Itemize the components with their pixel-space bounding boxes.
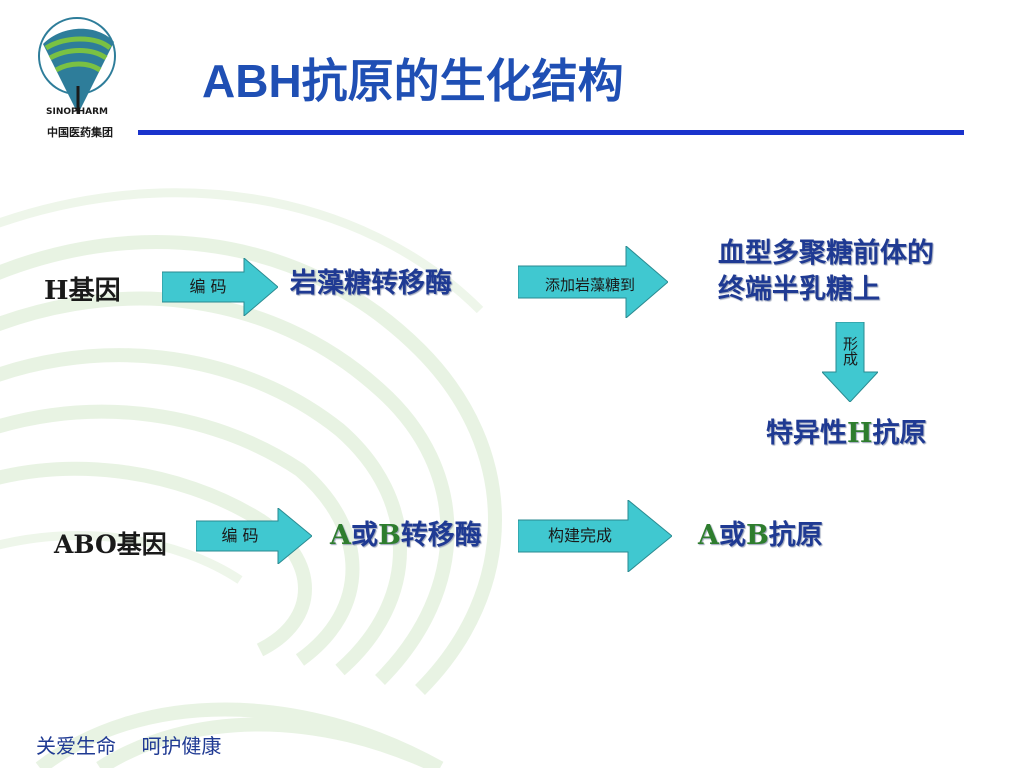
h-antigen-prefix: 特异性 [766,418,847,449]
form-label: 形成 [841,336,859,366]
precursor-line-1: 血型多聚糖前体的 [718,238,934,269]
form-arrow [822,322,878,402]
h-gene-label: H基因 [44,276,121,306]
title-rule [138,130,964,135]
encode-label-1: 编 码 [189,277,227,296]
add-fucose-arrow [518,246,668,318]
precursor-line-2: 终端半乳糖上 [718,274,880,306]
antigen-suffix: 抗原 [768,520,823,551]
h-antigen-letter: H [847,418,873,449]
sinopharm-logo: SINOPHARM [38,17,116,117]
fucosyltransferase: 岩藻糖转移酶 [290,268,452,299]
abo-gene-label: ABO基因 [54,530,167,559]
slogan-2: 呵护健康 [141,734,222,758]
encode-arrow-1 [162,258,278,316]
page-title: ABH抗原的生化结构 [202,55,624,107]
enzyme-b: B [377,520,401,551]
ab-transferase: A或B转移酶 [330,518,482,554]
logo-text: 中国医药集团 [47,126,113,139]
enzyme-suffix: 转移酶 [400,520,482,551]
h-antigen-suffix: 抗原 [872,418,927,449]
slogan-1: 关爱生命 [36,734,116,758]
antigen-b: B [745,520,769,551]
encode-arrow-2 [196,508,312,564]
antigen-or: 或 [718,520,746,551]
build-arrow [518,500,672,572]
precursor-target: 血型多聚糖前体的 终端半乳糖上 [718,236,934,309]
footer-slogan: 关爱生命 呵护健康 [36,736,221,756]
build-label: 构建完成 [547,526,612,545]
antigen-a: A [698,520,719,551]
ab-antigen: A或B抗原 [698,518,823,554]
logo-arc-text: SINOPHARM [46,107,108,117]
enzyme-a: A [330,520,351,551]
specific-h-antigen: 特异性H抗原 [766,416,927,452]
add-fucose-label: 添加岩藻糖到 [544,276,635,294]
encode-label-2: 编 码 [221,526,259,545]
background-swirl [0,188,502,768]
enzyme-or: 或 [350,520,378,551]
